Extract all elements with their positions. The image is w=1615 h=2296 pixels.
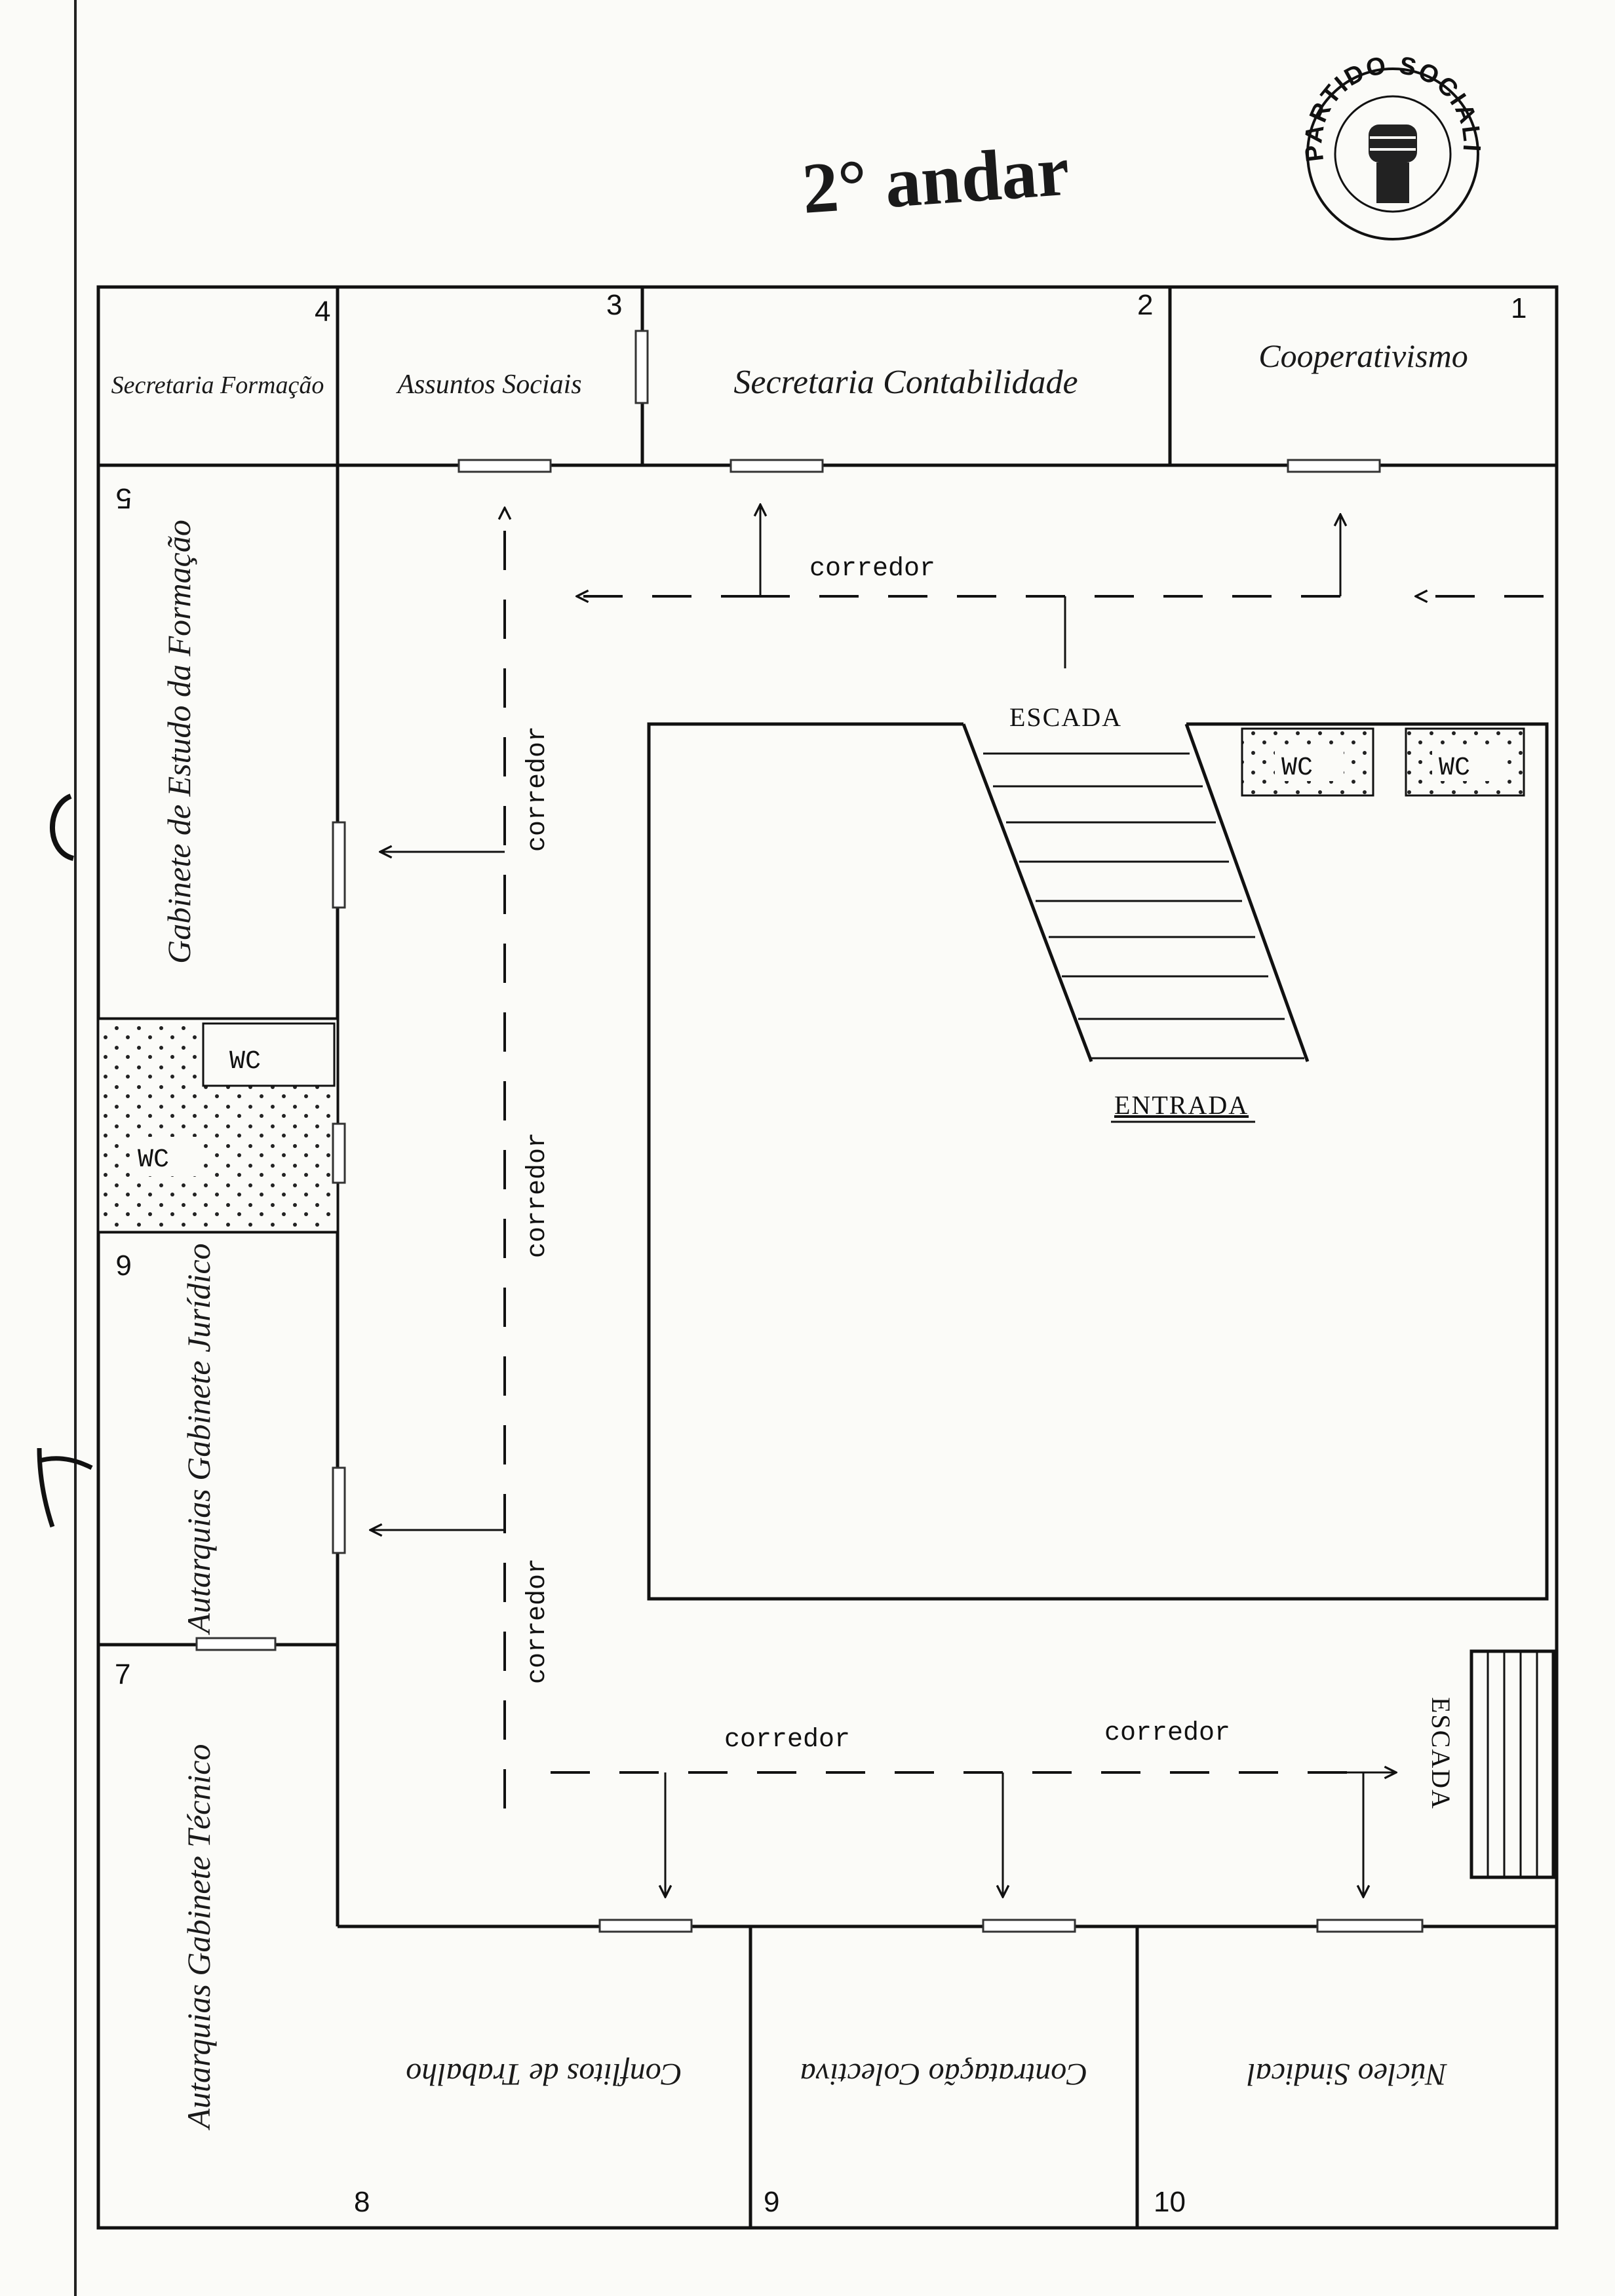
- main-staircase: [962, 723, 1310, 1062]
- svg-text:PARTIDO SOCIALISTA: PARTIDO SOCIALISTA: [0, 0, 1486, 163]
- corridor-paths: [370, 505, 1544, 1897]
- room-7-label: Autarquias Gabinete Técnico: [180, 1744, 217, 2131]
- wc-label-1: WC: [1281, 754, 1313, 783]
- room-7-number: 7: [115, 1658, 130, 1691]
- secondary-staircase: [1469, 1649, 1555, 1879]
- room-4-number: 4: [315, 296, 330, 328]
- room-6-number: 6: [116, 1249, 132, 1281]
- room-10-number: 10: [1154, 2186, 1186, 2218]
- corridor-label-top: corredor: [809, 554, 935, 584]
- corridor-label-left-2: corredor: [523, 1132, 553, 1258]
- building-outline: [96, 285, 1559, 2230]
- central-block: [647, 722, 1549, 1601]
- entrance-label: ENTRADA: [1114, 1090, 1249, 1120]
- seal-text: PARTIDO SOCIALISTA: [0, 0, 1484, 163]
- corridor-label-left-1: corredor: [523, 726, 553, 852]
- room-2-number: 2: [1137, 289, 1153, 321]
- margin-mark-2: [37, 1447, 93, 1528]
- doors: [195, 330, 1424, 1933]
- corridor-label-left-3: corredor: [523, 1558, 553, 1684]
- room-1-label: Cooperativismo: [1258, 337, 1468, 374]
- floor-title: 2° andar: [800, 130, 1072, 229]
- corridor-label-bottom-1: corredor: [724, 1725, 850, 1755]
- wc-label-2: WC: [1439, 754, 1470, 783]
- room-1-number: 1: [1511, 292, 1527, 324]
- room-9-number: 9: [764, 2186, 779, 2218]
- room-2-label: Secretaria Contabilidade: [733, 364, 1078, 401]
- wc-label-4: WC: [138, 1145, 169, 1175]
- room-10-label: Núcleo Sindical: [1247, 2057, 1447, 2092]
- room-9-label: Contratação Colectiva: [800, 2057, 1088, 2092]
- room-5-number: 5: [116, 482, 132, 514]
- fist-icon: [1369, 124, 1417, 203]
- margin-mark-1: [50, 794, 75, 861]
- room-3-number: 3: [606, 289, 622, 321]
- room-5-label: Gabinete de Estudo da Formação: [161, 520, 197, 964]
- room-3-label: Assuntos Sociais: [395, 370, 581, 400]
- room-8-number: 8: [354, 2186, 370, 2218]
- room-8-label: Conflitos de Trabalho: [406, 2057, 682, 2092]
- staircase-label: ESCADA: [1009, 702, 1122, 732]
- party-seal: PARTIDO SOCIALISTA: [0, 0, 1486, 240]
- wc-label-3: WC: [229, 1047, 261, 1077]
- secondary-staircase-label: ESCADA: [1426, 1697, 1456, 1810]
- room-6-label: Autarquias Gabinete Jurídico: [180, 1243, 217, 1635]
- corridor-label-bottom-2: corredor: [1104, 1719, 1230, 1748]
- room-4-label: Secretaria Formação: [111, 372, 324, 399]
